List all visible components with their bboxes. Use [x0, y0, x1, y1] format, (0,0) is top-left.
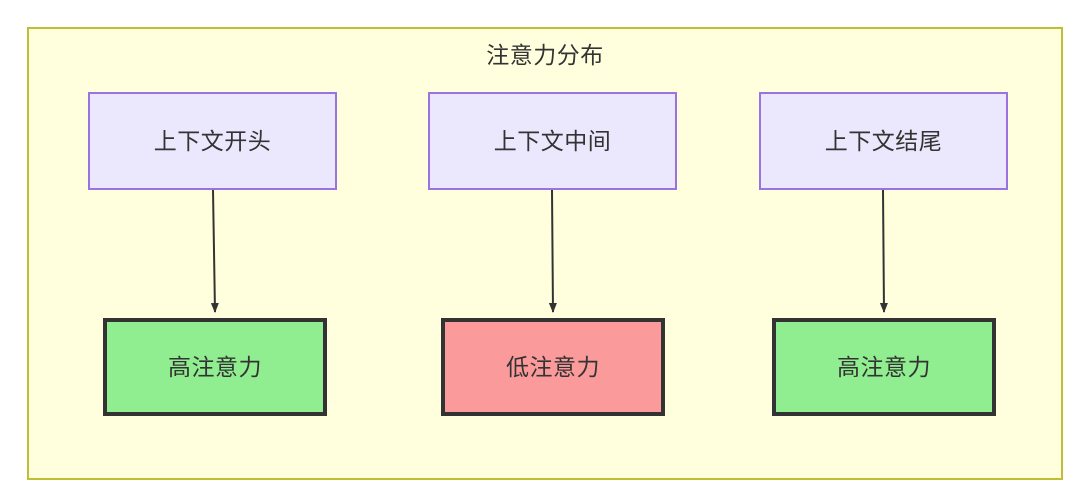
node-label: 上下文结尾 — [824, 128, 943, 154]
node-context-middle[interactable]: 上下文中间 — [428, 92, 677, 190]
node-label: 高注意力 — [168, 354, 262, 380]
node-label: 上下文中间 — [493, 128, 612, 154]
node-label: 上下文开头 — [153, 128, 272, 154]
subgraph-title: 注意力分布 — [486, 42, 604, 68]
node-high-attention-start[interactable]: 高注意力 — [103, 318, 327, 416]
node-label: 低注意力 — [506, 354, 600, 380]
node-low-attention-middle[interactable]: 低注意力 — [441, 318, 665, 416]
node-context-end[interactable]: 上下文结尾 — [759, 92, 1008, 190]
node-high-attention-end[interactable]: 高注意力 — [772, 318, 996, 416]
node-label: 高注意力 — [837, 354, 931, 380]
node-context-start[interactable]: 上下文开头 — [88, 92, 337, 190]
